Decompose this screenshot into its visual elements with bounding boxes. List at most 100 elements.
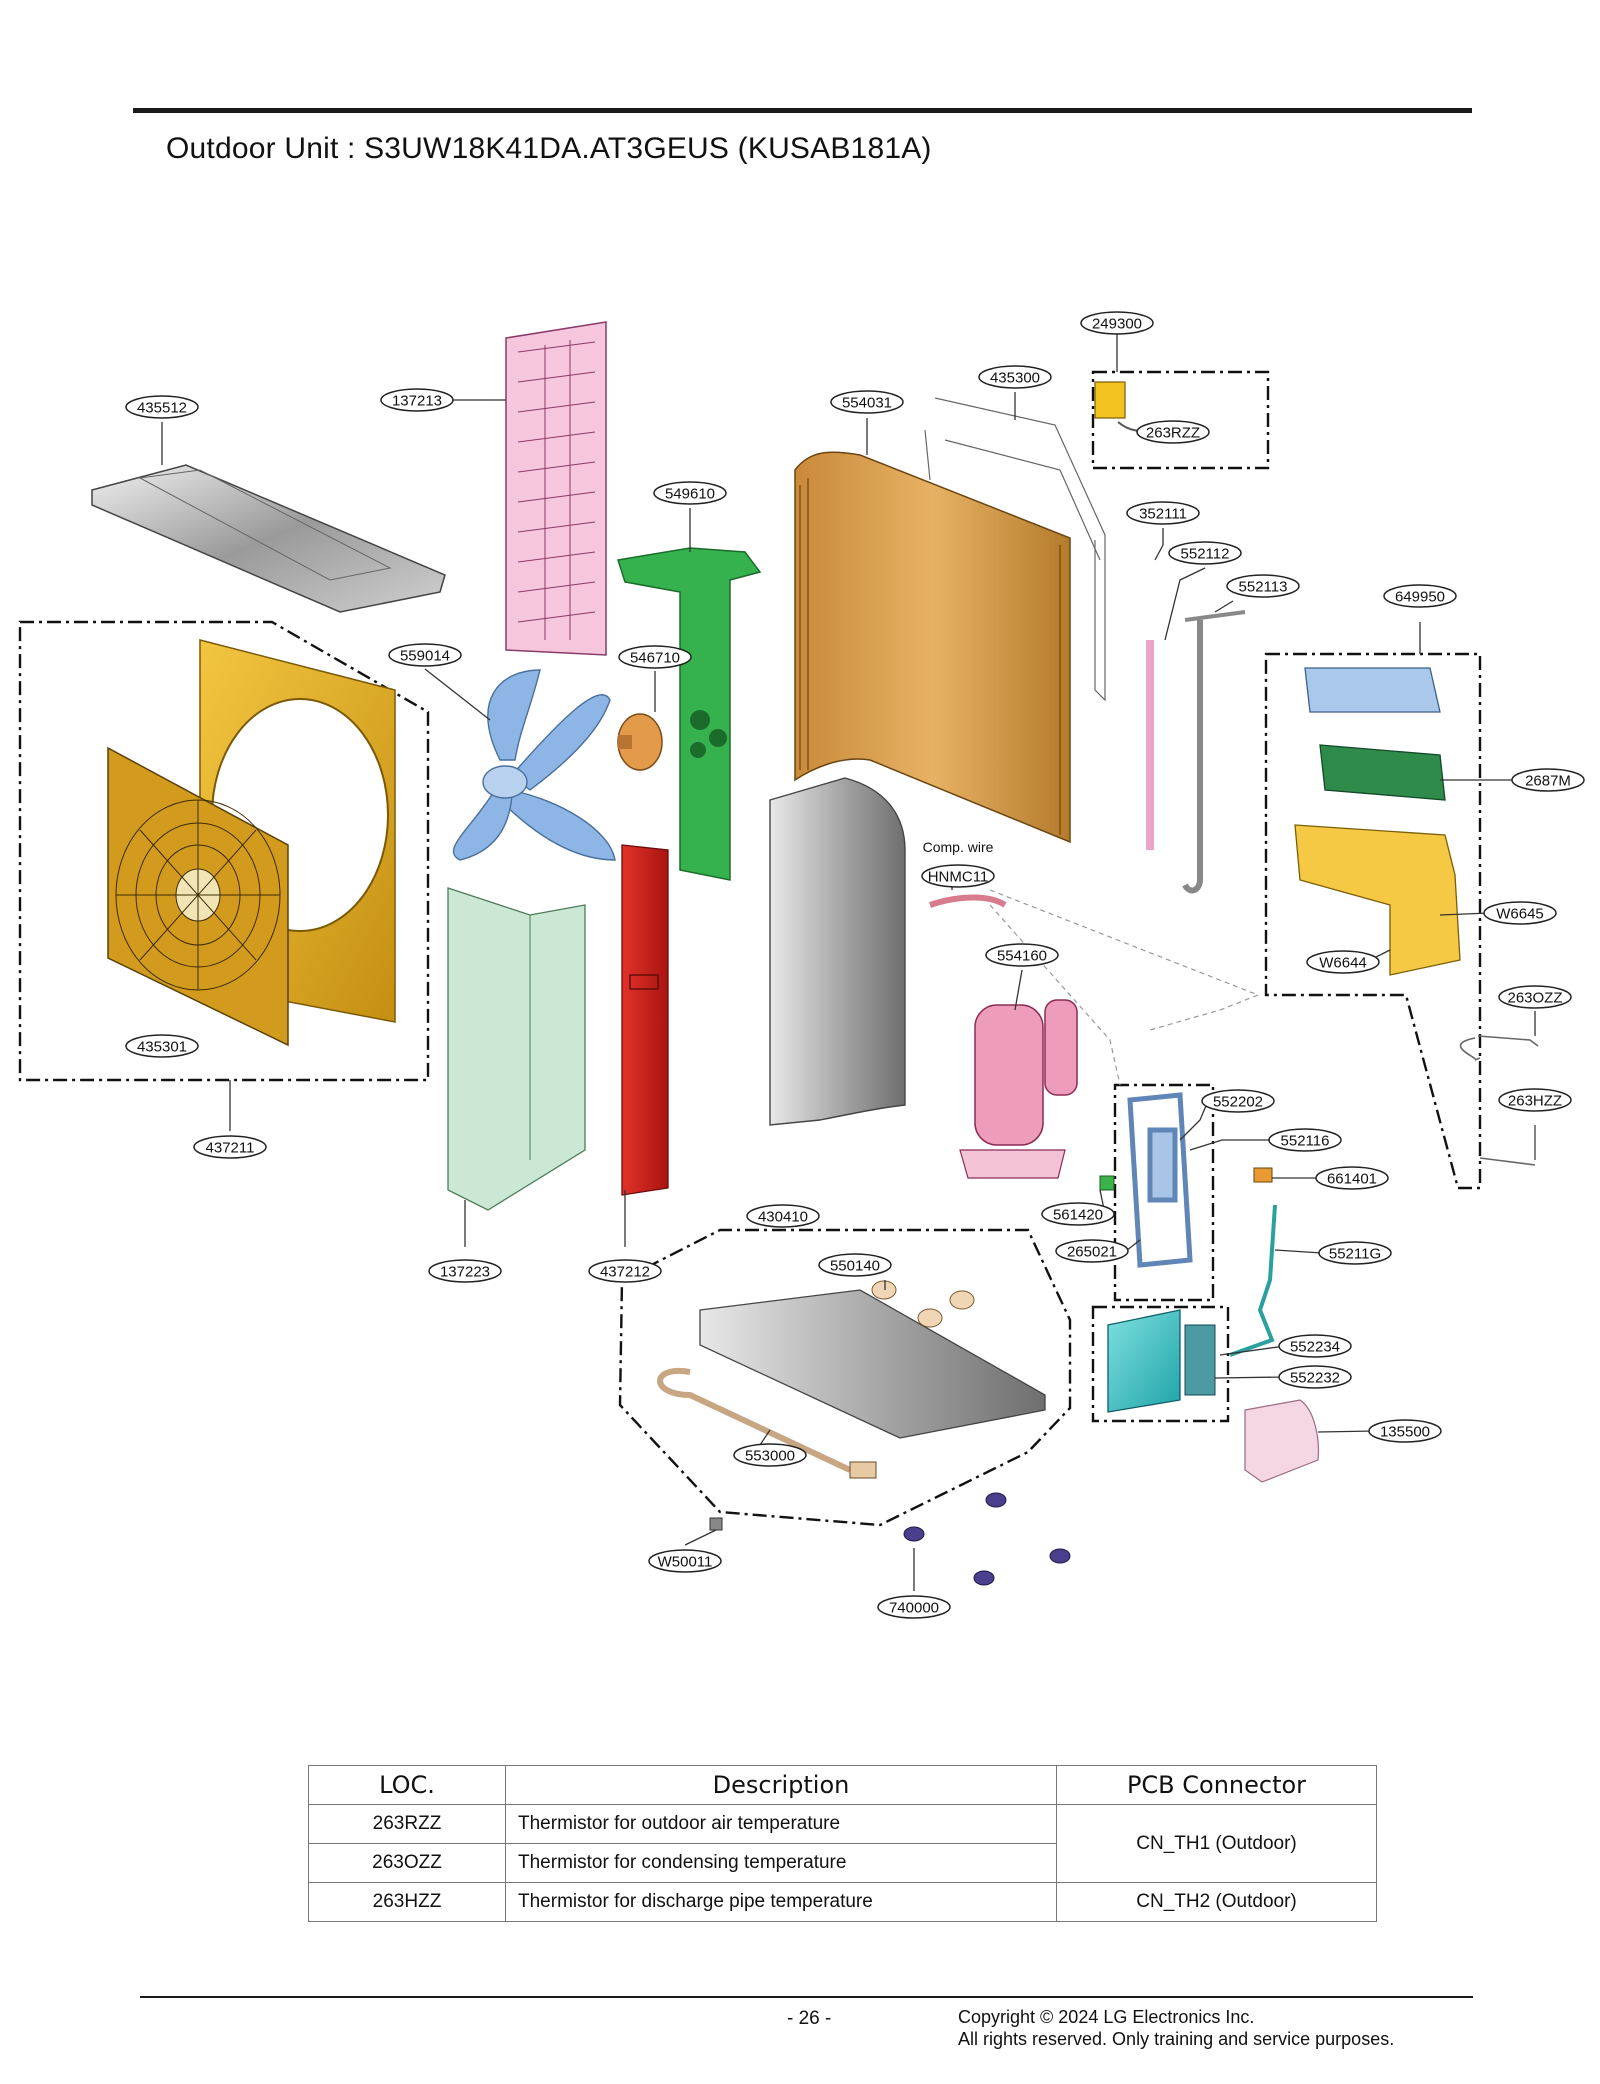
rubber-feet	[903, 1492, 1071, 1586]
callout-text: 661401	[1327, 1171, 1377, 1188]
callout-437212: 437212	[588, 1259, 662, 1283]
callout-249300: 249300	[1080, 311, 1154, 335]
compressor-wire	[929, 894, 1007, 908]
callout-text: 546710	[630, 650, 680, 667]
service-valve-bracket	[1107, 1309, 1216, 1413]
pressure-switch	[1253, 1167, 1273, 1183]
rear-grille	[505, 321, 607, 656]
pcb-connector-cell: CN_TH1 (Outdoor)	[1056, 1804, 1377, 1883]
callout-554031: 554031	[830, 390, 904, 414]
refrigerant-pipes	[1146, 610, 1246, 894]
callout-text: 552116	[1281, 1133, 1330, 1150]
comp-wire-label: Comp. wire	[923, 839, 994, 855]
callout-437211: 437211	[193, 1135, 267, 1159]
callout-text: 265021	[1067, 1244, 1117, 1261]
callout-137213: 137213	[380, 388, 454, 412]
callout-text: 554160	[997, 948, 1047, 965]
copyright-text: Copyright © 2024 LG Electronics Inc.	[958, 2007, 1255, 2027]
callout-text: 437211	[206, 1140, 255, 1157]
compressor	[959, 999, 1078, 1179]
callout-text: 249300	[1092, 316, 1142, 333]
callout-text: 137213	[392, 393, 442, 410]
callout-text: 549610	[665, 486, 715, 503]
callout-55211g: 55211G	[1318, 1241, 1392, 1265]
description-cell: Thermistor for condensing temperature	[505, 1843, 1057, 1883]
callout-137223: 137223	[428, 1259, 502, 1283]
leader-lines	[161, 332, 1536, 1591]
callout-661401: 661401	[1315, 1166, 1389, 1190]
callout-552234: 552234	[1278, 1334, 1352, 1358]
callout-w6644: W6644	[1306, 950, 1380, 974]
propeller-fan	[452, 669, 616, 861]
table-row: 263RZZ Thermistor for outdoor air temper…	[308, 1804, 1377, 1883]
fan-guard	[107, 746, 289, 1047]
loc-cell: 263HZZ	[308, 1882, 506, 1922]
callout-text: 552202	[1213, 1094, 1263, 1111]
motor-bracket	[617, 547, 762, 881]
description-cell: Thermistor for discharge pipe temperatur…	[505, 1882, 1057, 1922]
callout-text: W6644	[1319, 955, 1367, 972]
callout-263rzz: 263RZZ	[1136, 420, 1210, 444]
callout-text: 552232	[1290, 1370, 1340, 1387]
callout-552116: 552116	[1268, 1128, 1342, 1152]
callout-text: 550140	[830, 1258, 880, 1275]
callout-labels: 435512 137213 549610 554031 435300 249300 263R…	[125, 311, 1585, 1619]
loc-cell: 263RZZ	[308, 1804, 506, 1844]
callout-550140: 550140	[818, 1253, 892, 1277]
side-panel-left	[447, 887, 586, 1211]
col-description: Description	[505, 1765, 1057, 1805]
control-box	[1294, 824, 1461, 976]
callout-text: 135500	[1380, 1424, 1430, 1441]
callout-text: 559014	[400, 648, 450, 665]
callout-text: 430410	[758, 1209, 808, 1226]
parts-table-header: LOC. Description PCB Connector	[308, 1765, 1377, 1805]
callout-text: 263HZZ	[1508, 1093, 1562, 1110]
dashed-boundaries	[18, 370, 1482, 1527]
callout-text: 552113	[1239, 579, 1288, 596]
callout-549610: 549610	[653, 481, 727, 505]
wire-guard	[924, 397, 1106, 702]
callout-text: 437212	[600, 1264, 650, 1281]
table-row: 263OZZ Thermistor for condensing tempera…	[308, 1843, 1377, 1883]
callout-435300: 435300	[978, 365, 1052, 389]
callout-740000: 740000	[877, 1595, 951, 1619]
col-loc: LOC.	[308, 1765, 506, 1805]
valve-coil	[1099, 1175, 1115, 1191]
four-way-valve	[1127, 1092, 1193, 1268]
callout-552202: 552202	[1201, 1089, 1275, 1113]
thermistor-holder	[1094, 381, 1161, 432]
main-pcb	[1319, 744, 1446, 801]
callout-text: HNMC11	[928, 869, 989, 886]
top-panel	[91, 464, 446, 613]
callout-text: 553000	[745, 1448, 795, 1465]
callout-w50011: W50011	[648, 1549, 722, 1573]
callout-352111: 352111	[1126, 501, 1200, 525]
control-box-cover	[1304, 667, 1441, 713]
callout-265021: 265021	[1055, 1239, 1129, 1263]
callout-546710: 546710	[618, 645, 692, 669]
control-cover-red	[621, 844, 669, 1196]
callout-w6645: W6645	[1483, 901, 1557, 925]
callout-text: 2687M	[1525, 773, 1571, 790]
callout-435301: 435301	[125, 1034, 199, 1058]
callout-2687m: 2687M	[1511, 768, 1585, 792]
callout-text: W6645	[1496, 906, 1544, 923]
callout-559014: 559014	[388, 643, 462, 667]
callout-text: 554031	[842, 395, 892, 412]
callout-hnmc11: HNMC11	[921, 864, 995, 888]
callout-561420: 561420	[1041, 1202, 1115, 1226]
callout-263ozz: 263OZZ	[1498, 985, 1572, 1009]
callout-552232: 552232	[1278, 1365, 1352, 1389]
callout-text: 435300	[990, 370, 1040, 387]
callout-553000: 553000	[733, 1443, 807, 1467]
callout-435512: 435512	[125, 395, 199, 419]
thermistor-sensors	[1459, 1035, 1539, 1166]
callout-text: 55211G	[1329, 1246, 1381, 1263]
header-rule	[133, 108, 1472, 113]
drain-cap	[709, 1517, 723, 1531]
exploded-view-diagram: Comp. wire 435512 137213 549610 554031 43530…	[18, 311, 1585, 1619]
callout-552112: 552112	[1168, 541, 1242, 565]
callout-135500: 135500	[1368, 1419, 1442, 1443]
callout-text: W50011	[658, 1554, 713, 1571]
callout-649950: 649950	[1383, 584, 1457, 608]
